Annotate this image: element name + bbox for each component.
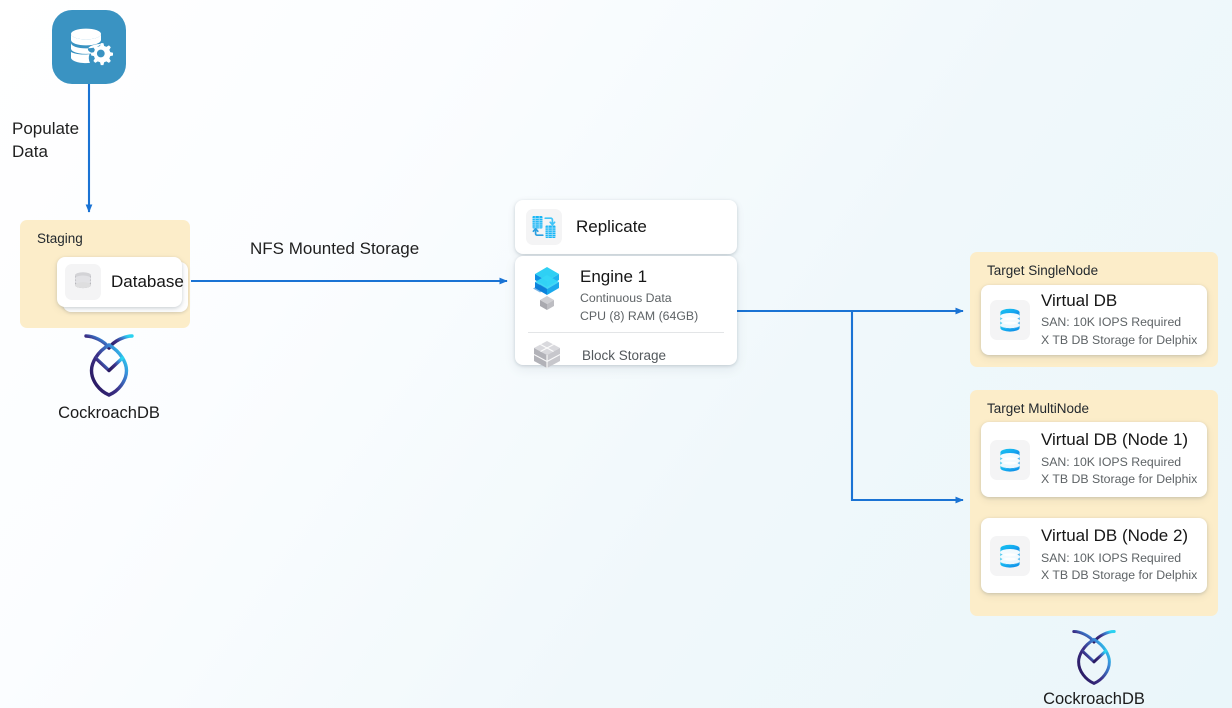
virtual-db-icon-chip xyxy=(990,535,1030,576)
engine-row: Engine 1 Continuous Data CPU (8) RAM (64… xyxy=(526,265,726,325)
replicate-sync-icon xyxy=(532,216,556,238)
virtual-db-title: Virtual DB (Node 2) xyxy=(1041,526,1189,546)
engine-text-block: Engine 1 Continuous Data CPU (8) RAM (64… xyxy=(580,265,698,325)
staging-group-title: Staging xyxy=(37,231,83,246)
database-cylinder-icon-chip xyxy=(65,264,101,300)
virtual-db-title: Virtual DB (Node 1) xyxy=(1041,430,1189,450)
connector-label-populate-data: Populate Data xyxy=(12,119,80,161)
virtual-db-card-single[interactable]: Virtual DB SAN: 10K IOPS Required X TB D… xyxy=(981,285,1207,355)
target-singlenode-group: Target SingleNode Virtual DB SAN: 10K IO… xyxy=(970,252,1218,367)
virtual-db-sub-line-1: SAN: 10K IOPS Required xyxy=(1041,550,1182,565)
virtual-db-text-single: Virtual DB SAN: 10K IOPS Required X TB D… xyxy=(1041,291,1197,349)
virtual-db-sub-line-1: SAN: 10K IOPS Required xyxy=(1041,454,1182,469)
block-storage-cube-icon xyxy=(533,341,561,369)
engine-cluster-icon xyxy=(533,267,559,310)
virtual-db-card-node1[interactable]: Virtual DB (Node 1) SAN: 10K IOPS Requir… xyxy=(981,422,1207,497)
connector-label-nfs-mounted-storage: NFS Mounted Storage xyxy=(250,239,420,258)
virtual-db-title: Virtual DB xyxy=(1041,290,1118,310)
staging-database-card[interactable]: Database xyxy=(57,257,184,307)
virtual-db-text-node1: Virtual DB (Node 1) SAN: 10K IOPS Requir… xyxy=(1041,430,1197,488)
arrow-engine-to-targets xyxy=(737,307,964,504)
virtual-db-icon-chip xyxy=(990,439,1030,480)
virtual-db-sub-line-2: X TB DB Storage for Delphix xyxy=(1041,568,1198,583)
virtual-db-icon xyxy=(1000,308,1020,332)
target-cockroachdb-label: CockroachDB xyxy=(1043,690,1145,708)
engine-divider xyxy=(528,332,724,334)
cockroachdb-logo-icon xyxy=(1072,630,1116,685)
replicate-sync-icon-chip xyxy=(526,209,562,245)
virtual-db-icon-chip xyxy=(990,300,1030,340)
virtual-db-sub-line-1: SAN: 10K IOPS Required xyxy=(1041,315,1182,330)
target-multinode-title: Target MultiNode xyxy=(987,401,1090,416)
engine-sub-line-2: CPU (8) RAM (64GB) xyxy=(580,308,699,323)
block-storage-label: Block Storage xyxy=(582,347,667,363)
virtual-db-sub-line-2: X TB DB Storage for Delphix xyxy=(1041,472,1198,487)
engine-sub-line-1: Continuous Data xyxy=(580,291,672,306)
target-multinode-group: Target MultiNode Virtual DB (Node 1) SAN… xyxy=(970,390,1218,616)
virtual-db-icon xyxy=(1000,544,1020,568)
virtual-db-text-node2: Virtual DB (Node 2) SAN: 10K IOPS Requir… xyxy=(1041,526,1197,584)
source-database-tile xyxy=(52,10,126,84)
virtual-db-sub-line-2: X TB DB Storage for Delphix xyxy=(1041,332,1198,347)
block-storage-cube-icon-chip xyxy=(526,339,568,371)
engine-card[interactable]: Engine 1 Continuous Data CPU (8) RAM (64… xyxy=(515,256,737,369)
engine-title: Engine 1 xyxy=(580,267,648,286)
virtual-db-card-node2[interactable]: Virtual DB (Node 2) SAN: 10K IOPS Requir… xyxy=(981,518,1207,593)
staging-database-label: Database xyxy=(111,271,184,291)
database-cylinder-icon xyxy=(75,272,91,289)
staging-group: Staging Database xyxy=(20,220,190,328)
cockroachdb-logo-icon xyxy=(84,334,134,397)
staging-cockroachdb-label: CockroachDB xyxy=(58,404,160,422)
block-storage-row[interactable]: Block Storage xyxy=(526,339,726,371)
replicate-card[interactable]: Replicate xyxy=(515,200,737,254)
replicate-label: Replicate xyxy=(576,216,647,236)
database-gear-icon xyxy=(71,28,113,66)
staging-cockroachdb-logo: CockroachDB xyxy=(44,332,174,423)
virtual-db-icon xyxy=(1000,448,1020,472)
engine-cluster-icon-chip xyxy=(526,265,568,313)
target-singlenode-title: Target SingleNode xyxy=(987,263,1099,278)
target-cockroachdb-logo: CockroachDB xyxy=(1029,628,1159,708)
